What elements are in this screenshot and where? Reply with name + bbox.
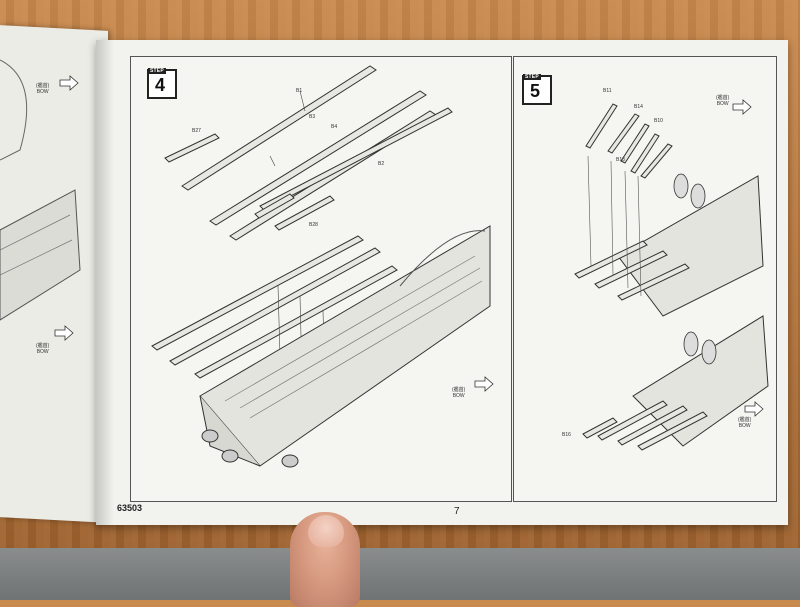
part-label-b11: B11: [603, 88, 612, 94]
fingernail: [308, 515, 344, 547]
left-bow-label-bottom: (艦首)BOW: [36, 343, 50, 355]
step-5-drawing: [574, 99, 769, 451]
part-label-b10: B10: [654, 118, 663, 124]
grey-table-edge: [0, 548, 800, 600]
part-label-b1: B1: [296, 88, 303, 94]
part-label-b27: B27: [192, 128, 201, 134]
binding-shadow: [96, 40, 114, 525]
step-5-number: 5: [530, 81, 541, 101]
page-number: 7: [454, 506, 460, 517]
part-label-b28: B28: [309, 222, 318, 228]
step-5-badge: STEP 5: [522, 74, 552, 105]
left-page-drawing: [0, 59, 81, 341]
step-4-bow-label: (艦首)BOW: [452, 387, 466, 399]
part-label-b13: B13: [616, 157, 625, 163]
step-4-word: STEP: [148, 68, 166, 74]
step-5-bow-label-bottom: (艦首)BOW: [738, 417, 752, 429]
step-5-word: STEP: [523, 74, 541, 80]
part-label-b16: B16: [562, 432, 571, 438]
step-4-badge: STEP 4: [147, 68, 177, 99]
part-label-b4: B4: [331, 124, 338, 130]
product-code: 63503: [117, 503, 143, 513]
step-4-number: 4: [155, 75, 166, 95]
part-label-b2: B2: [378, 161, 385, 167]
step-4-drawing: [151, 65, 494, 468]
part-label-b14: B14: [634, 104, 643, 110]
left-bow-label-top: (艦首)BOW: [36, 83, 50, 95]
step-5-bow-label-top: (艦首)BOW: [716, 95, 730, 107]
part-label-b3: B3: [309, 114, 316, 120]
